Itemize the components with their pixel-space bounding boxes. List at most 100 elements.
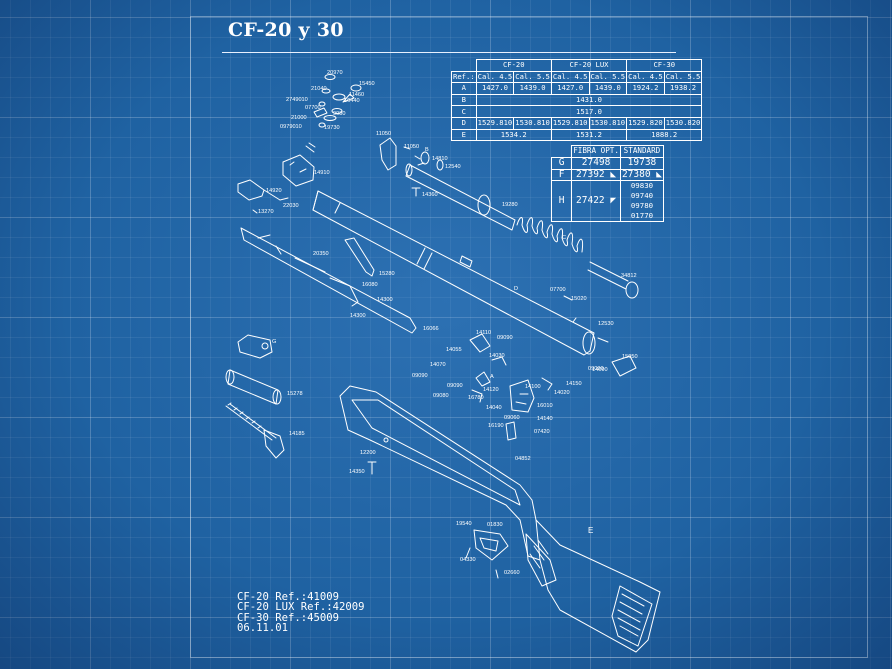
end-cap — [597, 337, 637, 377]
part-label: 21000 — [291, 115, 307, 121]
part-label: E — [588, 526, 593, 535]
part-label: 22030 — [283, 203, 299, 209]
part-label: 09090 — [412, 373, 428, 379]
part-label: 02660 — [504, 570, 520, 576]
part-label: 15020 — [571, 296, 587, 302]
fibra-value: 27422 ◤ — [571, 180, 621, 223]
part-label: 14110 — [476, 330, 491, 336]
fibra-row-f: F 27392 ◣ 27380 ◣ — [550, 168, 665, 182]
part-label: 09090 — [497, 335, 513, 341]
reference-table: CF-20 CF-20 LUX CF-30 Ref.: Cal. 4.5 Cal… — [451, 59, 703, 142]
note-line: 06.11.01 — [237, 622, 289, 635]
ref-value: 1530.820 — [663, 116, 703, 130]
standard-value-list: 09830 09740 09780 01770 — [619, 180, 665, 223]
small-parts-cluster — [305, 74, 362, 153]
part-label: 14100 — [525, 384, 541, 390]
spring-guide — [587, 261, 639, 299]
barrel — [240, 227, 417, 334]
part-label: 14030 — [489, 353, 505, 359]
part-label: 14300 — [377, 297, 393, 303]
ref-row-e: E 1534.2 1531.2 1888.2 — [451, 128, 703, 142]
part-label: 21040 — [311, 86, 327, 92]
sight-icon: ◣ — [650, 168, 662, 180]
sight-icon: ◣ — [604, 168, 617, 180]
ref-value: 1530.810 — [513, 116, 552, 130]
part-label: 09080 — [433, 393, 449, 399]
trigger-guard — [465, 529, 509, 579]
ref-value: 1530.810 — [588, 116, 628, 130]
part-label: 15278 — [287, 391, 303, 397]
part-label: 09060 — [504, 415, 520, 421]
trigger-assembly — [469, 333, 553, 441]
page-title: CF-20 y 30 — [228, 19, 344, 41]
part-label: 14185 — [289, 431, 305, 437]
part-label: 19540 — [456, 521, 472, 527]
piston — [405, 163, 516, 231]
ref-value: 1529.810 — [475, 116, 515, 130]
part-label: 11460 — [349, 92, 364, 98]
standard-value-text: 27380 — [621, 168, 651, 180]
part-label: G — [272, 339, 276, 345]
ref-value: 1529.820 — [626, 116, 665, 130]
part-label: 15450 — [359, 81, 375, 87]
part-label: 14350 — [349, 469, 365, 475]
part-label: C — [562, 235, 566, 241]
part-label: 07700 — [550, 287, 566, 293]
part-label: 12200 — [360, 450, 376, 456]
part-label: 15280 — [379, 271, 395, 277]
standard-code: 09740 — [630, 191, 654, 201]
part-label: 15050 — [622, 354, 638, 360]
part-labels: 20970 15450 21040 2749010 16440 11460 07… — [258, 70, 638, 576]
part-label: 14150 — [566, 381, 582, 387]
part-label: 12540 — [445, 164, 461, 170]
part-label: 19280 — [502, 202, 518, 208]
breech-parts — [379, 137, 444, 171]
sight-icon: ◤ — [604, 195, 617, 207]
fibra-value-text: 27392 — [576, 168, 605, 180]
note-line: CF-20 Ref.:41009 — [237, 591, 340, 603]
ref-table-caliber-row: Ref.: Cal. 4.5 Cal. 5.5 Cal. 4.5 Cal. 5.… — [451, 70, 703, 84]
part-label: 16780 — [468, 395, 484, 401]
ref-row-d: D 1529.810 1530.810 1529.810 1530.810 15… — [451, 116, 703, 130]
part-label: 13270 — [258, 209, 274, 215]
part-label: 16190 — [488, 423, 504, 429]
row-key: D — [451, 116, 477, 130]
part-label: 14040 — [486, 405, 502, 411]
part-label: 0979010 — [280, 124, 302, 130]
part-label: 14300 — [350, 313, 366, 319]
standard-code: 09780 — [630, 201, 654, 211]
part-label: 14360 — [422, 192, 438, 198]
part-label: 09090 — [447, 383, 463, 389]
part-label: A — [490, 374, 494, 380]
part-label: 14920 — [266, 188, 282, 194]
ref-table-header-row: CF-20 CF-20 LUX CF-30 — [451, 59, 703, 72]
ref-row-a: A 1427.0 1439.0 1427.0 1439.0 1924.2 193… — [451, 82, 703, 95]
part-label: 19730 — [324, 125, 340, 131]
part-label: 16066 — [423, 326, 439, 332]
fibra-row-g: G 27498 19738 — [550, 156, 665, 170]
part-label: 16010 — [537, 403, 553, 409]
stock — [339, 385, 661, 653]
row-key: G — [550, 156, 573, 170]
screws — [367, 187, 577, 475]
part-label: 20970 — [327, 70, 343, 76]
part-label: 14090 — [592, 367, 608, 373]
ref-value: 1529.810 — [550, 116, 590, 130]
part-label: 04330 — [460, 557, 476, 563]
part-label: D — [514, 286, 518, 292]
part-label: 2749010 — [286, 97, 308, 103]
rear-sight-block — [282, 154, 315, 187]
fibra-value-text: 27422 — [576, 195, 605, 207]
part-label: 14070 — [430, 362, 446, 368]
part-label: 14810 — [432, 156, 448, 162]
title-underline — [222, 52, 676, 53]
sight-g — [237, 334, 273, 359]
fibra-header-row: FIBRA OPT. STANDARD — [551, 145, 665, 158]
part-label: 11050 — [404, 144, 419, 150]
cocking-lever — [344, 237, 375, 277]
part-label: 14055 — [446, 347, 462, 353]
model-reference-notes: CF-20 Ref.:41009 CF-20 LUX Ref.:42009 CF… — [237, 591, 365, 635]
compression-cylinder — [312, 190, 596, 356]
